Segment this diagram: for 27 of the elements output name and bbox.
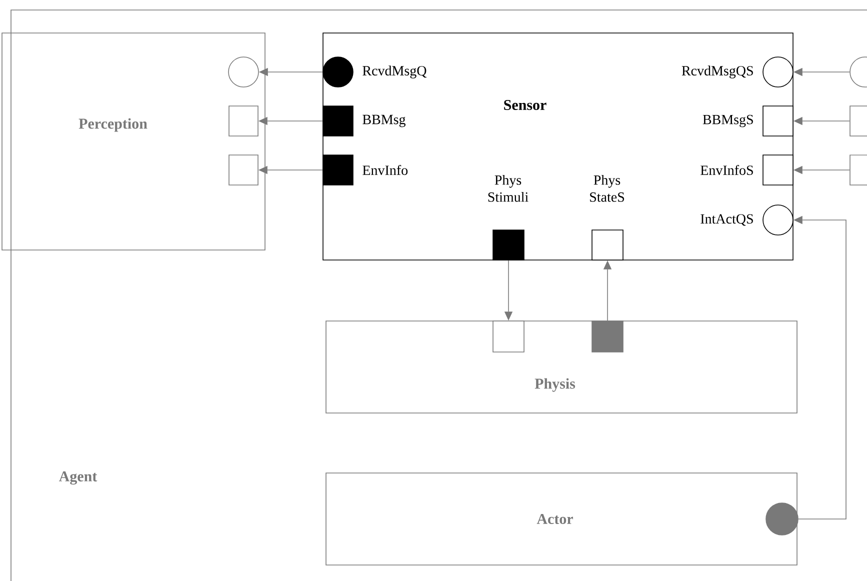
port-circle [322, 56, 354, 88]
port-circle [762, 204, 794, 236]
port-square [592, 320, 624, 352]
port-square [228, 106, 258, 136]
port-square [492, 230, 524, 260]
port-label: IntActQS [700, 214, 753, 226]
port-label: Phys StateS [590, 174, 624, 202]
port-label: EnvInfoS [700, 165, 753, 175]
port-label: BBMsg [362, 114, 406, 128]
port-label: EnvInfo [362, 165, 408, 175]
physis-box: Physis [326, 320, 798, 414]
port-label: BBMsgS [702, 114, 753, 128]
actor-box: Actor [326, 472, 798, 566]
port-circle [228, 56, 259, 88]
port-square [322, 154, 354, 186]
port-circle [766, 502, 798, 536]
port-square [762, 106, 794, 136]
port-square [492, 320, 524, 352]
port-square [592, 230, 624, 260]
port-label: RcvdMsgQ [362, 66, 427, 78]
port-square [228, 154, 258, 186]
port-square [762, 154, 794, 186]
perception-box: Perception [2, 32, 266, 250]
port-label: Phys Stimuli [488, 174, 528, 202]
port-circle [762, 56, 794, 88]
port-label: RcvdMsgQS [682, 66, 753, 78]
port-square [322, 106, 354, 136]
